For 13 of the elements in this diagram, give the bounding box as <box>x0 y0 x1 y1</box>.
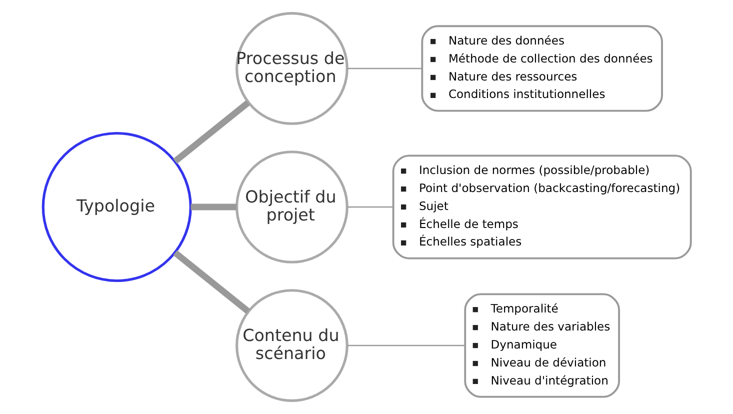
connector <box>190 204 236 210</box>
connector <box>347 68 422 70</box>
node-box: Nature des données Méthode de collection des données Nature des ressources Conditions institutionnelles <box>420 25 662 112</box>
node-box: Inclusion de normes (possible/probable) Point d'observation (backcasting/forecasting) Sujet Échelle de temps Échelles spatiales <box>392 154 692 260</box>
connector <box>347 344 464 346</box>
node-box: Temporalité Nature des variables Dynamique Niveau de déviation Niveau d'intégration <box>464 293 620 398</box>
connector <box>347 206 392 208</box>
node-circle: Objectif du projet <box>235 150 348 264</box>
node-circle: Contenu du scénario <box>235 289 348 402</box>
node-circle: Processus de conception <box>235 12 348 125</box>
connector <box>172 250 250 314</box>
connector <box>172 100 250 164</box>
node-circle: Typologie <box>41 132 192 282</box>
